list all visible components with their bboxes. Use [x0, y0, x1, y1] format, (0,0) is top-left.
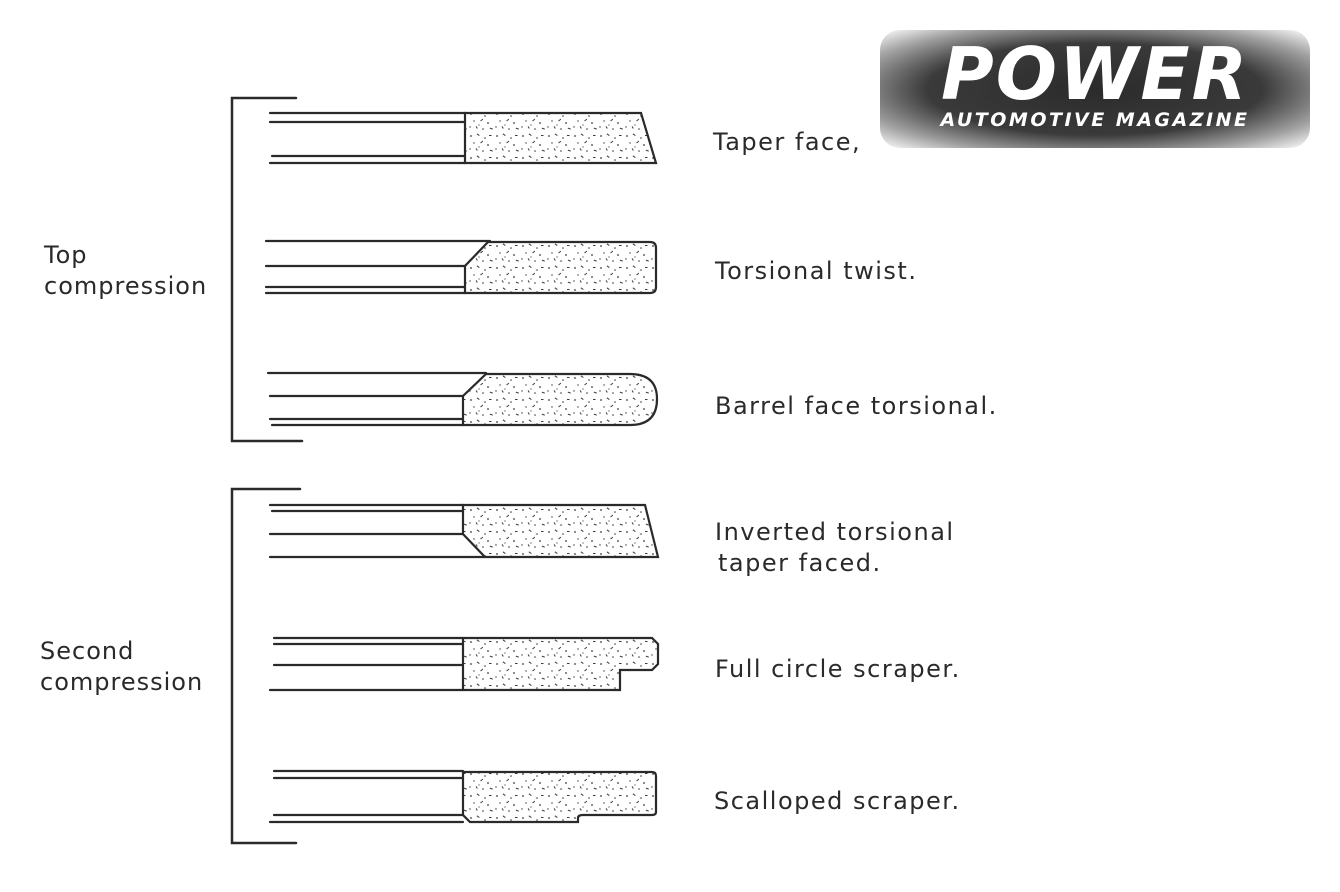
ring-label-line: Scalloped scraper.	[714, 787, 961, 815]
ring-label-taper-face: Taper face,	[713, 127, 861, 158]
ring-label-torsional-twist: Torsional twist.	[715, 256, 917, 287]
logo-subtitle: AUTOMOTIVE MAGAZINE	[940, 109, 1250, 131]
ring-label-full-circle-scraper: Full circle scraper.	[715, 654, 961, 685]
ring-label-line: Full circle scraper.	[715, 655, 961, 683]
ring-label-scalloped-scraper: Scalloped scraper.	[714, 786, 961, 817]
group-label-second-compression: Second compression	[40, 636, 203, 698]
ring-profile-scalloped-scraper	[268, 769, 658, 824]
top-compression-bracket	[230, 96, 304, 443]
ring-profile-torsional-twist	[264, 239, 658, 295]
power-magazine-logo: POWER AUTOMOTIVE MAGAZINE	[880, 30, 1310, 148]
ring-label-barrel-face-torsional: Barrel face torsional.	[715, 391, 998, 422]
logo-wordmark: POWER	[940, 32, 1250, 116]
ring-label-line: Barrel face torsional.	[715, 392, 998, 420]
group-label-top-compression: Top compression	[44, 240, 207, 302]
ring-profile-barrel-face-torsional	[266, 371, 659, 427]
ring-label-line: Torsional twist.	[715, 257, 918, 285]
group-label-line: Second	[40, 637, 135, 665]
ring-label-line: taper faced.	[718, 549, 882, 577]
ring-label-line: Taper face,	[713, 128, 862, 156]
second-compression-bracket	[230, 487, 302, 845]
group-label-line: Top	[44, 241, 88, 269]
ring-profile-full-circle-scraper	[268, 636, 660, 692]
ring-label-line: Inverted torsional	[715, 518, 955, 546]
ring-profile-inverted-torsional-taper	[268, 503, 660, 559]
ring-label-inverted-torsional-taper: Inverted torsional taper faced.	[715, 517, 955, 579]
ring-profile-taper-face	[268, 111, 658, 165]
group-label-line: compression	[40, 668, 204, 696]
group-label-line: compression	[44, 272, 208, 300]
